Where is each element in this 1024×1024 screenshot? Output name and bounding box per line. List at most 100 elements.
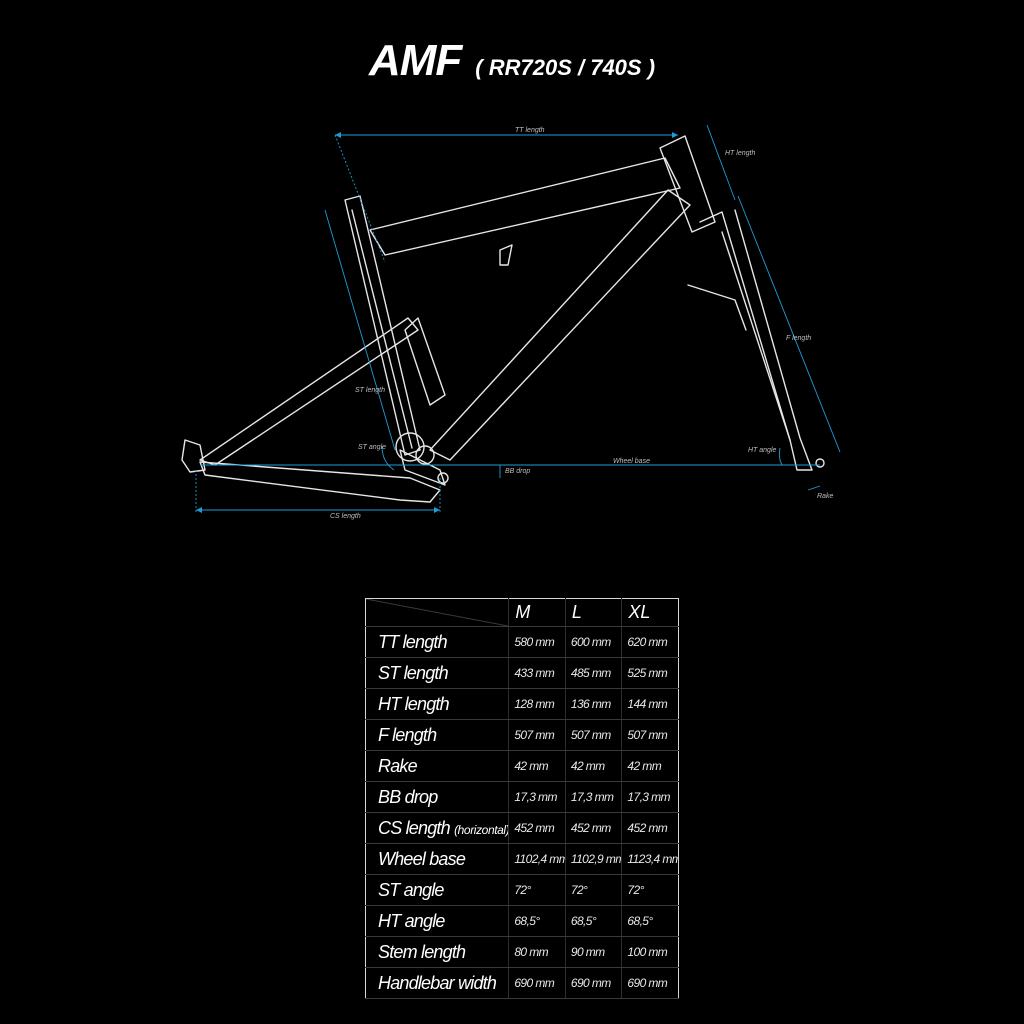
st-length-dimension (324, 209, 396, 451)
down-tube (429, 189, 691, 461)
rocker-link (404, 317, 446, 406)
table-row: HT angle 68,5° 68,5° 68,5° (365, 905, 679, 937)
row-value-m: 17,3 mm (508, 781, 566, 813)
row-label-note: (horizontal) (454, 822, 509, 837)
chain-stay (199, 461, 441, 503)
row-value-m: 580 mm (508, 626, 566, 658)
row-label: Stem length (365, 936, 509, 968)
row-value-xl: 525 mm (621, 657, 679, 689)
row-value-xl: 620 mm (621, 626, 679, 658)
size-header-l: L (564, 598, 622, 627)
size-header-xl: XL (621, 598, 679, 627)
label-bb-drop: BB drop (505, 468, 530, 475)
row-value-xl: 72° (621, 874, 679, 906)
title-brand: AMF (368, 36, 462, 85)
fork-crown (687, 284, 747, 331)
ht-angle-arc (778, 447, 783, 466)
row-value-m: 433 mm (508, 657, 566, 689)
row-label: Rake (365, 750, 509, 782)
row-value-l: 42 mm (564, 750, 622, 782)
bottom-bracket (415, 445, 435, 465)
label-ht-length: HT length (725, 150, 755, 157)
row-label: F length (365, 719, 509, 751)
table-row: CS length (horizontal) 452 mm 452 mm 452… (365, 812, 679, 844)
top-tube-tab (499, 244, 513, 266)
table-row: ST angle 72° 72° 72° (365, 874, 679, 906)
table-row: Rake 42 mm 42 mm 42 mm (365, 750, 679, 782)
row-value-xl: 144 mm (621, 688, 679, 720)
row-value-l: 72° (564, 874, 622, 906)
row-label: BB drop (365, 781, 509, 813)
rear-dropout (181, 439, 206, 473)
label-st-length: ST length (355, 387, 385, 394)
row-value-m: 80 mm (508, 936, 566, 968)
frame-geometry-diagram: TT length HT length F length ST length S… (181, 124, 841, 520)
row-value-m: 507 mm (508, 719, 566, 751)
table-row: HT length 128 mm 136 mm 144 mm (365, 688, 679, 720)
seat-tube-inner (351, 209, 413, 449)
ht-length-dimension (706, 124, 736, 201)
row-value-l: 485 mm (564, 657, 622, 689)
row-value-l: 600 mm (564, 626, 622, 658)
row-label: TT length (365, 626, 509, 658)
table-row: ST length 433 mm 485 mm 525 mm (365, 657, 679, 689)
main-pivot (395, 432, 425, 462)
label-ht-angle: HT angle (748, 447, 777, 454)
table-row: Stem length 80 mm 90 mm 100 mm (365, 936, 679, 968)
row-value-m: 72° (508, 874, 566, 906)
table-row: Handlebar width 690 mm 690 mm 690 mm (365, 967, 679, 999)
row-value-m: 42 mm (508, 750, 566, 782)
table-row: F length 507 mm 507 mm 507 mm (365, 719, 679, 751)
row-label: HT length (365, 688, 509, 720)
label-wheel-base: Wheel base (613, 458, 650, 465)
row-value-l: 90 mm (564, 936, 622, 968)
row-value-xl: 68,5° (621, 905, 679, 937)
row-value-l: 136 mm (564, 688, 622, 720)
row-value-m: 1102,4 mm (508, 843, 566, 875)
label-f-length: F length (786, 335, 811, 342)
table-row: Wheel base 1102,4 mm 1102,9 mm 1123,4 mm (365, 843, 679, 875)
row-value-m: 690 mm (508, 967, 566, 999)
row-value-l: 17,3 mm (564, 781, 622, 813)
table-row: BB drop 17,3 mm 17,3 mm 17,3 mm (365, 781, 679, 813)
row-label: ST angle (365, 874, 509, 906)
row-label: HT angle (365, 905, 509, 937)
corner-diagonal (366, 599, 508, 626)
label-st-angle: ST angle (358, 444, 386, 451)
row-value-xl: 17,3 mm (621, 781, 679, 813)
rake-dimension (807, 485, 821, 491)
label-rake: Rake (817, 493, 833, 500)
row-label: ST length (365, 657, 509, 689)
table-header-row: M L XL (365, 598, 679, 627)
row-value-l: 507 mm (564, 719, 622, 751)
row-label: Wheel base (365, 843, 509, 875)
row-value-m: 128 mm (508, 688, 566, 720)
row-value-xl: 452 mm (621, 812, 679, 844)
size-header-m: M (508, 598, 566, 627)
row-value-l: 68,5° (564, 905, 622, 937)
fork (699, 209, 813, 471)
geometry-table: M L XL TT length 580 mm 600 mm 620 mm ST… (365, 598, 679, 999)
row-value-xl: 1123,4 mm (621, 843, 679, 875)
row-label: Handlebar width (365, 967, 509, 999)
head-tube (659, 135, 716, 233)
label-cs-length: CS length (330, 513, 361, 520)
title-model: ( RR720S / 740S ) (475, 55, 656, 80)
st-angle-arc (381, 445, 395, 471)
fork-dropout (815, 458, 825, 468)
row-value-l: 1102,9 mm (564, 843, 622, 875)
row-value-m: 68,5° (508, 905, 566, 937)
seat-tube (344, 195, 421, 456)
row-value-xl: 690 mm (621, 967, 679, 999)
row-value-l: 690 mm (564, 967, 622, 999)
shock-pivot (437, 472, 449, 484)
page-title: AMF ( RR720S / 740S ) (0, 36, 1024, 86)
row-value-l: 452 mm (564, 812, 622, 844)
table-corner-cell (365, 598, 509, 627)
row-value-m: 452 mm (508, 812, 566, 844)
table-row: TT length 580 mm 600 mm 620 mm (365, 626, 679, 658)
f-length-dimension (737, 195, 841, 453)
top-tube (369, 157, 681, 256)
fork-leg (721, 231, 791, 441)
row-label: CS length (horizontal) (365, 812, 509, 844)
